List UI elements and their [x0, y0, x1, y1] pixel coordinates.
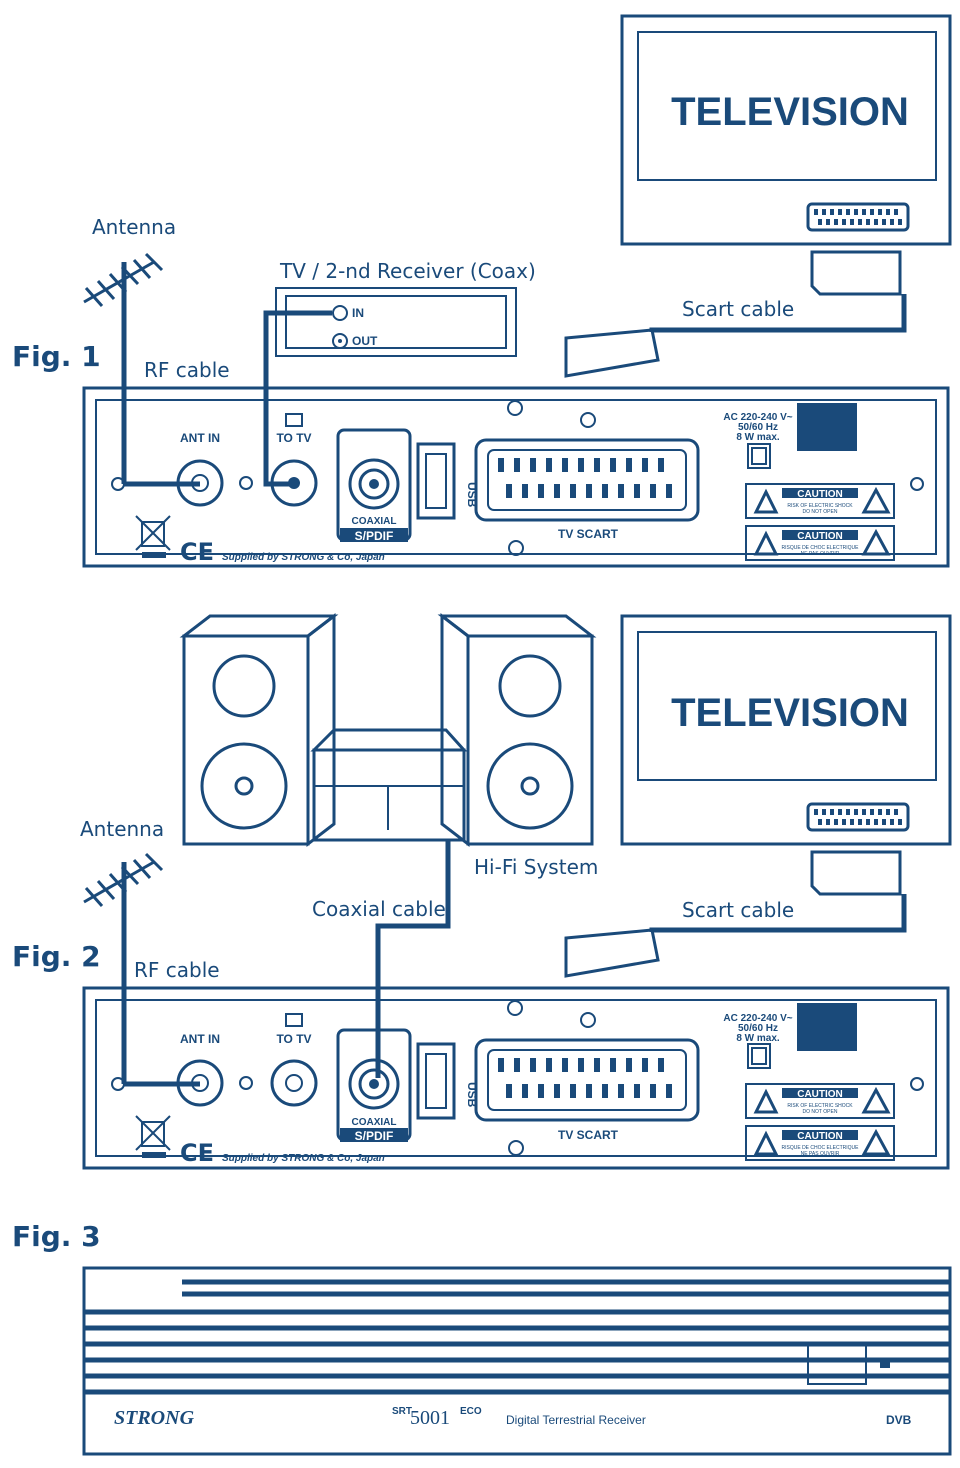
receiver-in-label: IN [352, 306, 364, 320]
ant-in-label-2: ANT IN [180, 1032, 220, 1046]
receiver-rear-panel-2: ANT IN TO TV COAXIAL S/PDIF USB TV SCART [82, 986, 950, 1170]
power-line2-2: 50/60 Hz [738, 1023, 778, 1034]
scart-cable-2: Scart cable [564, 850, 907, 978]
caution-line1-2a: RISK OF ELECTRIC SHOCK [787, 1103, 853, 1109]
television-2: TELEVISION [620, 614, 952, 846]
television-2-scart-socket [806, 802, 910, 832]
television-1: TELEVISION [620, 14, 952, 246]
caution-line2-2a: DO NOT OPEN [803, 1109, 838, 1115]
supplier-2: Supplied by STRONG & Co, Japan [222, 1153, 385, 1164]
supplier-1: Supplied by STRONG & Co, Japan [222, 552, 385, 563]
caution-line2-1a: DO NOT OPEN [803, 509, 838, 515]
second-receiver-label: TV / 2-nd Receiver (Coax) [279, 259, 536, 283]
spdif-label-2: S/PDIF [355, 1129, 394, 1143]
model-suffix: ECO [460, 1406, 482, 1417]
caution-text-2b: CAUTION [797, 1131, 843, 1142]
to-tv-label-2: TO TV [276, 1032, 311, 1046]
fig2-label: Fig. 2 [12, 940, 101, 973]
ce-mark-2: CE [180, 1139, 214, 1167]
television-1-scart-socket [806, 202, 910, 232]
caution-line1-1a: RISK OF ELECTRIC SHOCK [787, 503, 853, 509]
tv-scart-label-1: TV SCART [558, 527, 619, 541]
front-panel-brand: STRONG [114, 1407, 195, 1429]
ce-mark-1: CE [180, 538, 214, 566]
model-number: 5001 [410, 1407, 450, 1429]
caution-text-2a: CAUTION [797, 1089, 843, 1100]
hifi-system: Hi-Fi System [179, 612, 598, 879]
dvb-logo: DVB [886, 1413, 912, 1427]
receiver-rear-panel-1: ANT IN TO TV COAXIAL S/PDIF USB TV SCART [82, 386, 950, 568]
coaxial-label-1: COAXIAL [352, 516, 397, 527]
caution-line2-1b: NE PAS OUVRIR [801, 551, 840, 557]
fig3-label: Fig. 3 [12, 1220, 101, 1253]
coaxial-label-2: COAXIAL [352, 1117, 397, 1128]
power-line2-1: 50/60 Hz [738, 422, 778, 433]
coaxial-cable-2 [375, 840, 451, 1078]
power-line3-2: 8 W max. [736, 1033, 780, 1044]
scart-cable-1: Scart cable [564, 250, 907, 378]
front-panel-description: Digital Terrestrial Receiver [506, 1413, 646, 1427]
tv-scart-label-2: TV SCART [558, 1128, 619, 1142]
weee-bin-icon-2 [135, 1115, 171, 1158]
to-tv-label-1: TO TV [276, 431, 311, 445]
scart-cable-1-label: Scart cable [682, 297, 794, 321]
power-line1-1: AC 220-240 V~ [723, 412, 792, 423]
caution-line2-2b: NE PAS OUVRIR [801, 1151, 840, 1157]
receiver-front-panel: STRONG SRT 5001 ECO Digital Terrestrial … [82, 1266, 952, 1456]
caution-text-1b: CAUTION [797, 531, 843, 542]
television-1-label: TELEVISION [671, 90, 909, 134]
power-line3-1: 8 W max. [736, 432, 780, 443]
spdif-label-1: S/PDIF [355, 529, 394, 543]
model-prefix: SRT [392, 1406, 412, 1417]
scart-cable-2-label: Scart cable [682, 898, 794, 922]
antenna-2-label: Antenna [80, 817, 164, 841]
weee-bin-icon-1 [135, 515, 171, 558]
antenna-1-label: Antenna [92, 215, 176, 239]
television-2-label: TELEVISION [671, 691, 909, 735]
rf-cable-2-label: RF cable [134, 958, 220, 982]
receiver-out-label: OUT [352, 334, 378, 348]
second-receiver: TV / 2-nd Receiver (Coax) IN OUT [275, 259, 536, 357]
caution-text-1a: CAUTION [797, 489, 843, 500]
power-line1-2: AC 220-240 V~ [723, 1013, 792, 1024]
ant-in-label-1: ANT IN [180, 431, 220, 445]
coaxial-cable-label: Coaxial cable [312, 897, 446, 921]
rf-cable-1-label: RF cable [144, 358, 230, 382]
coax-link-cable [263, 310, 332, 487]
caution-line1-1b: RISQUE DE CHOC ELECTRIQUE [782, 545, 860, 551]
fig1-label: Fig. 1 [12, 340, 101, 373]
hifi-label: Hi-Fi System [474, 855, 598, 879]
caution-line1-2b: RISQUE DE CHOC ELECTRIQUE [782, 1145, 860, 1151]
